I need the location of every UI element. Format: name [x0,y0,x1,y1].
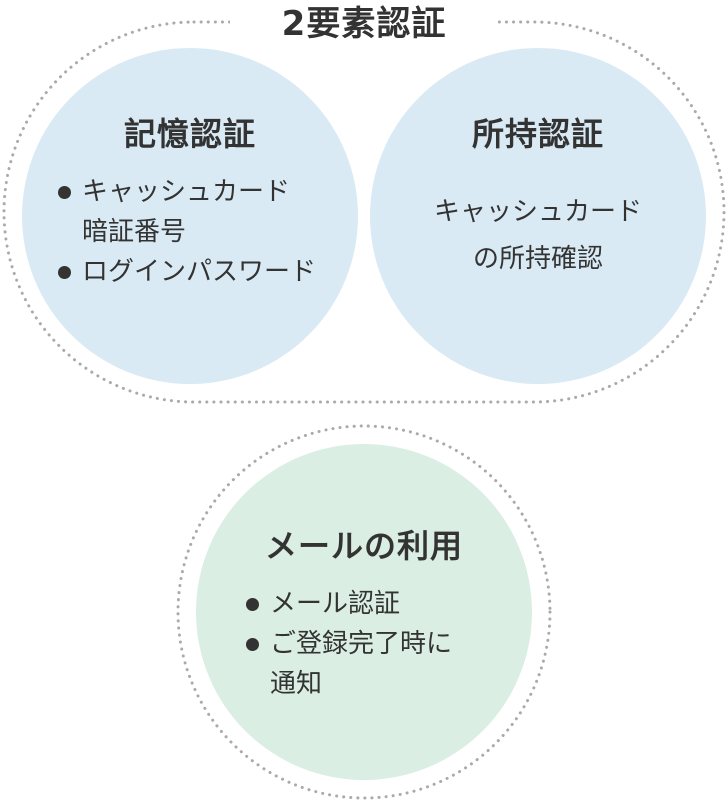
possession-auth-line2: の所持確認 [472,244,603,274]
list-item-text: メール認証 [270,589,401,619]
list-item: ご登録完了時に 通知 [246,624,452,704]
email-usage-list: メール認証 ご登録完了時に 通知 [246,584,452,704]
email-usage-circle: メールの利用 メール認証 ご登録完了時に 通知 [196,444,532,780]
knowledge-auth-title: 記憶認証 [123,115,256,153]
list-item-text: キャッシュカード [82,177,291,207]
email-dotted-ring [176,424,552,800]
bullet-icon [246,638,259,651]
possession-auth-line1: キャッシュカード [433,197,642,227]
two-factor-title: 2要素認証 [230,2,498,46]
list-item-text-cont: 暗証番号 [82,217,187,247]
bullet-icon [58,186,71,199]
bullet-icon [58,266,71,279]
list-item: メール認証 [246,584,452,624]
list-item: キャッシュカード 暗証番号 [58,172,316,252]
possession-auth-title: 所持認証 [471,115,604,153]
knowledge-auth-circle: 記憶認証 キャッシュカード 暗証番号 ログインパスワード [22,48,358,384]
list-item-text-cont: 通知 [270,669,323,699]
list-item-text: ログインパスワード [82,257,317,287]
list-item: ログインパスワード [58,252,316,292]
knowledge-auth-list: キャッシュカード 暗証番号 ログインパスワード [58,172,316,292]
email-usage-title: メールの利用 [264,527,463,565]
bullet-icon [246,598,259,611]
list-item-text: ご登録完了時に [270,629,453,659]
possession-auth-circle: 所持認証 キャッシュカード の所持確認 [370,48,706,384]
